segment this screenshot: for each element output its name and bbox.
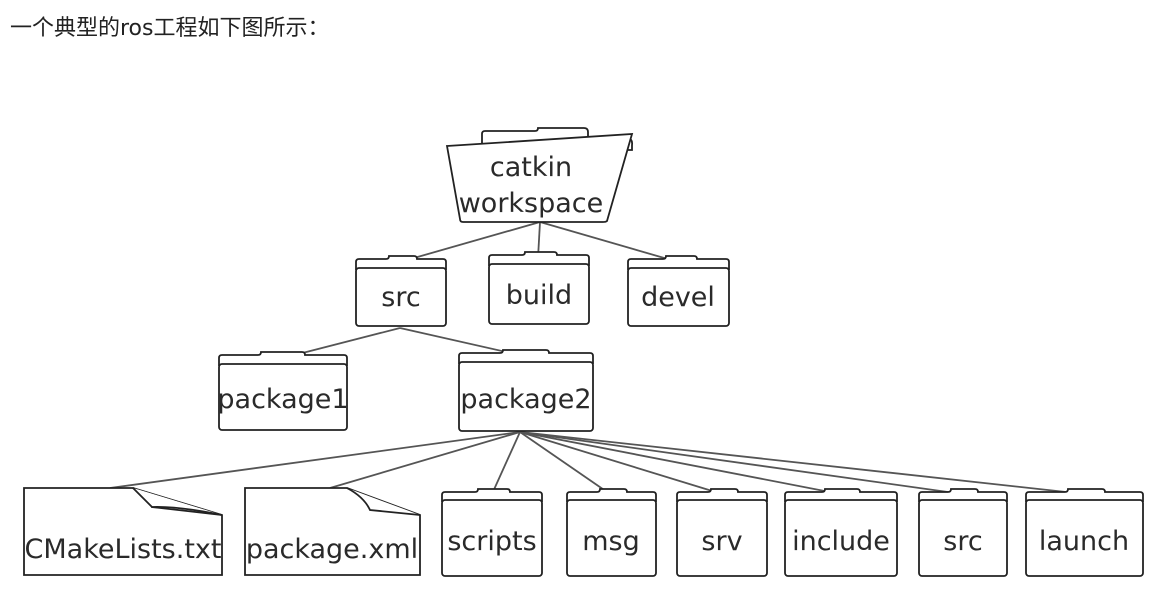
file-cmakelists: CMakeLists.txt <box>23 487 223 576</box>
file-label-package-xml: package.xml <box>246 534 418 565</box>
folder-src-level1: src <box>355 255 447 327</box>
folder-label-scripts: scripts <box>447 526 536 557</box>
folder-include: include <box>784 488 898 577</box>
folder-scripts: scripts <box>441 488 543 577</box>
folder-launch: launch <box>1025 488 1144 577</box>
edge-package2-msg <box>519 431 611 495</box>
folder-label-launch: launch <box>1039 526 1129 557</box>
root-label-line1: catkin <box>490 152 572 183</box>
intro-text: 一个典型的ros工程如下图所示： <box>10 16 330 41</box>
folder-label-include: include <box>792 526 890 557</box>
folder-label-build: build <box>506 280 572 311</box>
edge-package2-packagexml <box>329 431 521 489</box>
folder-package2: package2 <box>458 349 594 432</box>
root-label-line2: workspace <box>459 188 604 219</box>
edge-package2-scripts <box>491 431 521 495</box>
edge-package2-src <box>519 431 963 495</box>
folder-build: build <box>488 251 590 325</box>
folder-label-src-bottom: src <box>943 526 982 557</box>
folder-label-devel: devel <box>641 282 715 313</box>
folder-label-package1: package1 <box>217 384 348 415</box>
folder-msg: msg <box>566 488 657 577</box>
edge-package2-launch <box>519 431 1085 495</box>
edge-package2-cmakelists <box>109 431 521 489</box>
edge-root-src <box>399 221 541 263</box>
connector-lines <box>109 221 1085 495</box>
folder-package1: package1 <box>217 351 349 431</box>
folder-label-src: src <box>381 282 420 313</box>
folder-label-msg: msg <box>582 526 640 557</box>
edge-package2-srv <box>519 431 723 495</box>
edge-root-devel <box>539 221 679 263</box>
folder-devel: devel <box>627 255 730 327</box>
edge-package2-include <box>519 431 841 495</box>
folder-srv: srv <box>676 488 768 577</box>
folder-label-package2: package2 <box>460 384 591 415</box>
catkin-workspace-folder-icon: catkin workspace <box>445 127 634 223</box>
folder-src-level3: src <box>918 488 1008 577</box>
file-package-xml: package.xml <box>244 487 421 576</box>
folder-label-srv: srv <box>701 526 742 557</box>
file-label-cmakelists: CMakeLists.txt <box>25 534 222 565</box>
